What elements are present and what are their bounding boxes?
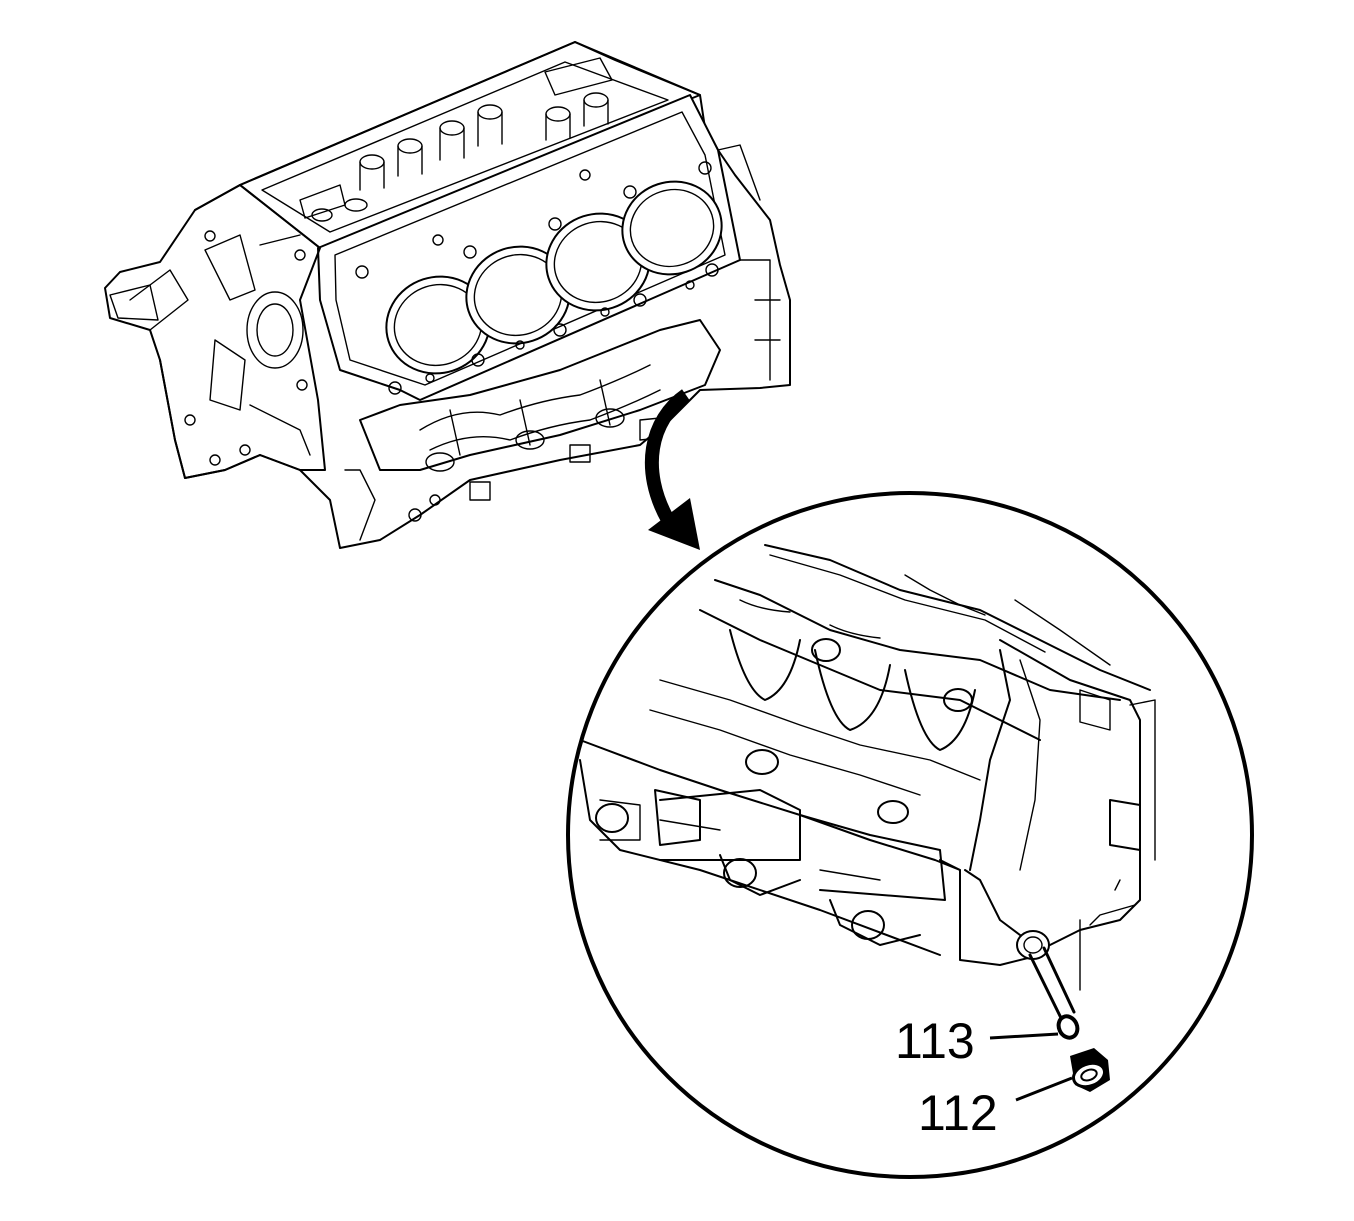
callout-112: 112 — [918, 1076, 1073, 1141]
cylinder-bores — [385, 180, 723, 375]
engine-block-illustration — [104, 41, 791, 549]
seal-washer — [1056, 1014, 1080, 1040]
callout-113: 113 — [895, 1013, 1059, 1069]
callout-label-112: 112 — [918, 1085, 998, 1141]
curved-arrow-icon — [644, 389, 700, 550]
plug-bore — [1016, 930, 1050, 960]
plug-bolt — [1070, 1048, 1110, 1092]
magnified-detail-circle — [566, 491, 1254, 1179]
callout-label-113: 113 — [895, 1013, 975, 1069]
